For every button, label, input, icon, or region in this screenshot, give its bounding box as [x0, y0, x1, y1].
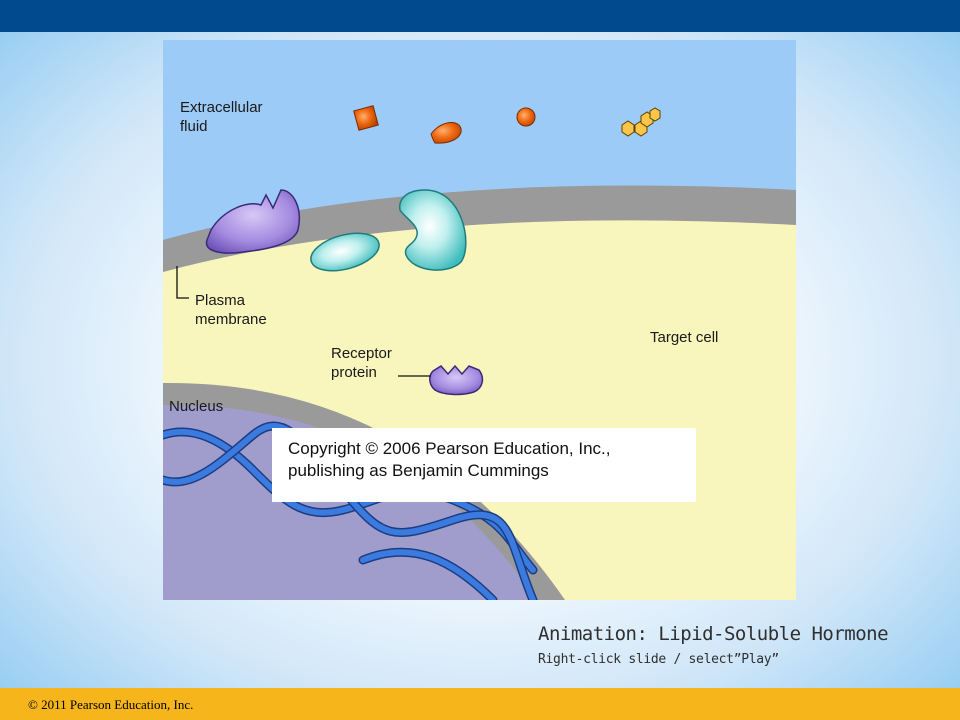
label-line: Receptor: [331, 345, 392, 362]
animation-instructions: Right-click slide / select”Play”: [538, 652, 779, 667]
top-bar: [0, 0, 960, 32]
animation-title: Animation: Lipid-Soluble Hormone: [538, 623, 889, 645]
label-line: Extracellular: [180, 99, 263, 116]
label-extracellular-fluid: Extracellular fluid: [180, 98, 263, 136]
hormone-molecules: [353, 105, 661, 144]
membrane-protein: [205, 189, 300, 254]
membrane-channel-protein: [399, 189, 467, 271]
label-line: membrane: [195, 311, 267, 328]
receptor-protein-shape: [429, 364, 484, 396]
plasma-membrane-bracket: [176, 266, 189, 299]
label-target-cell: Target cell: [650, 329, 719, 346]
label-line: protein: [331, 364, 377, 381]
label-plasma-membrane: Plasma membrane: [195, 291, 267, 329]
label-nucleus: Nucleus: [169, 398, 224, 415]
label-line: Plasma: [195, 292, 246, 309]
copyright-box: Copyright © 2006 Pearson Education, Inc.…: [272, 428, 696, 502]
bottom-bar: [0, 688, 960, 720]
copyright-line-1: Copyright © 2006 Pearson Education, Inc.…: [288, 439, 611, 458]
label-receptor-protein: Receptor protein: [331, 344, 392, 382]
cell-diagram: Extracellular fluid Plasma membrane Targ…: [163, 40, 796, 600]
membrane-carrier-protein: [310, 232, 380, 272]
footer-copyright: © 2011 Pearson Education, Inc.: [28, 697, 194, 712]
label-line: fluid: [180, 118, 208, 135]
copyright-line-2: publishing as Benjamin Cummings: [288, 461, 549, 480]
steroid-hormone: [621, 107, 661, 137]
